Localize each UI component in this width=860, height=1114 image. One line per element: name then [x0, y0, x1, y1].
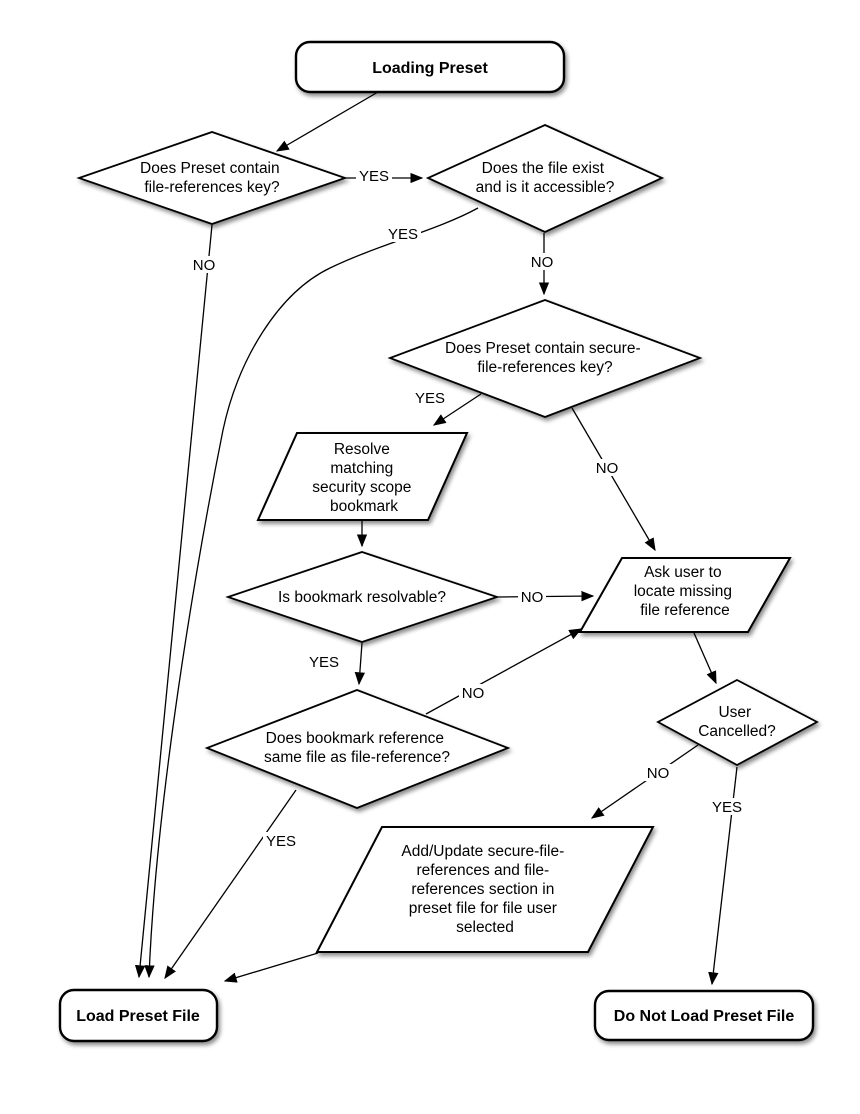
node-add-update-io: Add/Update secure-file- references and f…: [315, 826, 655, 953]
svg-text:YES: YES: [309, 654, 339, 671]
edge-loading-preset-to-has-file-refs: [275, 91, 379, 152]
edge-label-user-cancelled-no: NO: [644, 764, 672, 782]
svg-text:YES: YES: [359, 168, 389, 185]
edge-label-bookmark-resolvable-no: NO: [518, 588, 546, 606]
edge-has-secure-refs-no-to-ask-user: [571, 407, 656, 552]
node-file-exists-label: Does the file exist and is it accessible…: [476, 160, 615, 196]
edge-label-same-file-yes: YES: [263, 832, 299, 850]
node-has-secure-refs-decision: Does Preset contain secure- file-referen…: [387, 299, 703, 418]
svg-text:NO: NO: [193, 257, 216, 274]
node-resolve-bookmark-label: Resolve matching security scope bookmark: [312, 441, 415, 515]
edge-same-file-no-to-ask-user: [425, 628, 583, 715]
edge-file-exists-yes-to-load-preset: [144, 207, 479, 979]
node-same-file-decision: Does bookmark reference same file as fil…: [204, 689, 511, 809]
svg-text:NO: NO: [596, 460, 619, 477]
node-has-secure-refs-label: Does Preset contain secure- file-referen…: [445, 340, 645, 376]
node-bookmark-resolvable-decision: Is bookmark resolvable?: [225, 551, 500, 643]
node-ask-user-io: Ask user to locate missing file referenc…: [578, 557, 792, 633]
edge-has-file-refs-no-to-load-preset: [134, 224, 213, 979]
svg-text:NO: NO: [531, 254, 554, 271]
edge-label-has-file-refs-yes: YES: [356, 167, 392, 185]
node-file-exists-decision: Does the file exist and is it accessible…: [425, 124, 665, 233]
edge-label-file-exists-no: NO: [528, 253, 556, 271]
node-load-preset-file: Load Preset File: [58, 988, 219, 1043]
edge-label-bookmark-resolvable-yes: YES: [306, 653, 342, 671]
node-ask-user-label: Ask user to locate missing file referenc…: [634, 564, 737, 619]
edge-label-same-file-no: NO: [459, 684, 487, 702]
svg-text:NO: NO: [462, 685, 485, 702]
edge-same-file-yes-to-load-preset: [164, 789, 297, 980]
svg-text:NO: NO: [647, 765, 670, 782]
node-user-cancelled-decision: User Cancelled?: [656, 678, 819, 767]
node-loading-preset-label: Loading Preset: [372, 60, 488, 77]
edge-ask-user-to-user-cancelled: [693, 632, 717, 685]
node-bookmark-resolvable-label: Is bookmark resolvable?: [278, 589, 446, 606]
edge-label-has-file-refs-no: NO: [190, 256, 218, 274]
edge-user-cancelled-no-to-add-update: [590, 744, 699, 819]
node-has-file-refs-label: Does Preset contain file-references key?: [140, 160, 284, 196]
edge-label-user-cancelled-yes: YES: [709, 798, 745, 816]
node-load-preset-file-label: Load Preset File: [76, 1008, 200, 1025]
node-add-update-label: Add/Update secure-file- references and f…: [401, 843, 568, 936]
edge-bookmark-resolvable-yes-to-same-file: [354, 642, 366, 686]
svg-text:NO: NO: [521, 589, 544, 606]
edge-label-file-exists-yes: YES: [385, 225, 421, 243]
svg-text:YES: YES: [388, 226, 418, 243]
node-user-cancelled-label: User Cancelled?: [698, 704, 776, 740]
svg-text:YES: YES: [266, 833, 296, 850]
node-loading-preset: Loading Preset: [294, 40, 566, 94]
svg-text:YES: YES: [415, 390, 445, 407]
node-has-file-refs-decision: Does Preset contain file-references key?: [76, 131, 348, 225]
edge-label-has-secure-refs-yes: YES: [412, 389, 448, 407]
edge-has-secure-refs-yes-to-resolve-bookmark: [432, 393, 482, 426]
node-do-not-load-preset-file: Do Not Load Preset File: [593, 989, 815, 1042]
node-do-not-load-preset-file-label: Do Not Load Preset File: [614, 1008, 795, 1025]
svg-text:YES: YES: [712, 799, 742, 816]
edge-add-update-to-load-preset: [223, 952, 319, 983]
node-resolve-bookmark-io: Resolve matching security scope bookmark: [256, 432, 469, 521]
node-same-file-label: Does bookmark reference same file as fil…: [264, 730, 450, 766]
edge-label-has-secure-refs-no: NO: [593, 459, 621, 477]
